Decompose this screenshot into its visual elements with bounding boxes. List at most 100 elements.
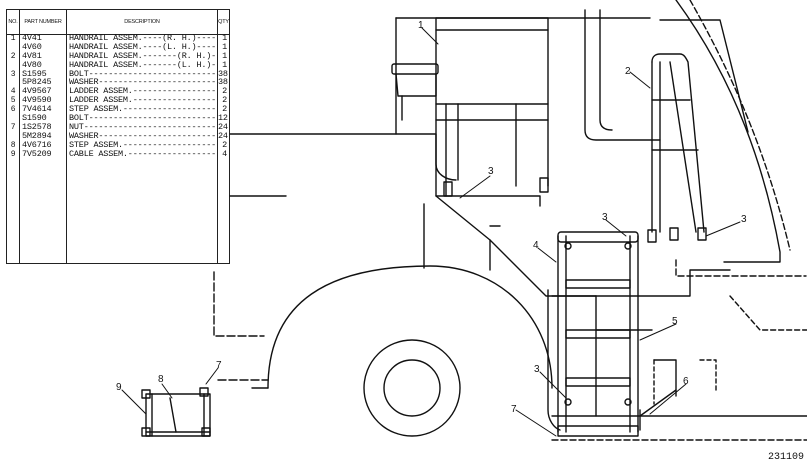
part-number: 4V9567 bbox=[20, 87, 67, 97]
part-number: 4V6716 bbox=[20, 140, 67, 150]
quantity: 38 bbox=[218, 69, 228, 79]
quantity: 1 bbox=[222, 42, 227, 52]
description: HANDRAIL ASSEM.-------(L. H.)--- bbox=[69, 60, 218, 70]
quantity: 24 bbox=[218, 131, 228, 141]
description: BOLT--------------------------- bbox=[69, 69, 218, 79]
quantity: 2 bbox=[222, 96, 227, 106]
item-number: 7 bbox=[7, 122, 20, 132]
part-number: 4V41 bbox=[20, 34, 67, 43]
part-number: S1590 bbox=[20, 114, 67, 123]
callout-7b: 7 bbox=[216, 360, 222, 371]
quantity: 2 bbox=[222, 140, 227, 150]
quantity: 2 bbox=[222, 87, 227, 97]
description: WASHER------------------------- bbox=[69, 78, 218, 88]
callout-9: 9 bbox=[116, 382, 122, 393]
part-number: 7V5209 bbox=[20, 149, 67, 159]
header-no: NO. bbox=[7, 10, 20, 34]
header-description: DESCRIPTION bbox=[67, 10, 218, 34]
handrail-lh bbox=[647, 53, 707, 243]
description: STEP ASSEM.-------------------- bbox=[69, 140, 218, 150]
description: BOLT--------------------------- bbox=[69, 114, 218, 123]
quantity: 1 bbox=[222, 51, 227, 61]
drawing-number: 231109 bbox=[768, 452, 805, 463]
description: HANDRAIL ASSEM.-------(R. H.)---- bbox=[69, 51, 218, 61]
description: CABLE ASSEM.------------------- bbox=[69, 149, 218, 159]
description: WASHER------------------------- bbox=[69, 131, 218, 141]
part-number: 4V81 bbox=[20, 51, 67, 61]
item-number: 3 bbox=[7, 69, 20, 79]
item-number: 1 bbox=[7, 34, 20, 43]
callout-7a: 7 bbox=[511, 404, 517, 415]
machine-frame bbox=[213, 133, 807, 441]
callout-8: 8 bbox=[158, 374, 164, 385]
step-detail bbox=[141, 387, 211, 437]
item-number bbox=[7, 131, 20, 141]
header-part-number: PART NUMBER bbox=[20, 10, 67, 34]
part-number: S1595 bbox=[20, 69, 67, 79]
description: HANDRAIL ASSEM.----(L. H.)----- bbox=[69, 42, 218, 52]
quantity: 1 bbox=[222, 60, 227, 70]
wheel bbox=[251, 265, 553, 437]
quantity: 4 bbox=[222, 149, 227, 159]
callout-5: 5 bbox=[672, 316, 678, 327]
quantity: 2 bbox=[222, 105, 227, 115]
quantity: 1 bbox=[222, 34, 227, 43]
ladder-assembly bbox=[547, 231, 641, 437]
item-number bbox=[7, 42, 20, 52]
callout-1: 1 bbox=[418, 20, 424, 31]
item-number: 5 bbox=[7, 96, 20, 106]
callout-3a: 3 bbox=[488, 166, 494, 177]
description: LADDER ASSEM.------------------ bbox=[69, 87, 218, 97]
part-number: 4V60 bbox=[20, 42, 67, 52]
part-number: 4V9590 bbox=[20, 96, 67, 106]
callout-4: 4 bbox=[533, 240, 539, 251]
callout-2: 2 bbox=[625, 66, 631, 77]
item-number bbox=[7, 78, 20, 88]
quantity: 38 bbox=[218, 78, 228, 88]
description: NUT---------------------------- bbox=[69, 122, 218, 132]
item-number bbox=[7, 60, 20, 70]
part-number: 1S2578 bbox=[20, 122, 67, 132]
description: LADDER ASSEM.------------------ bbox=[69, 96, 218, 106]
item-number: 6 bbox=[7, 105, 20, 115]
part-number: 5P8245 bbox=[20, 78, 67, 88]
callout-3b: 3 bbox=[602, 212, 608, 223]
item-number: 2 bbox=[7, 51, 20, 61]
handrail-rh bbox=[435, 17, 549, 197]
description: HANDRAIL ASSEM.----(R. H.)------- bbox=[69, 34, 218, 43]
description: STEP ASSEM.-------------------- bbox=[69, 105, 218, 115]
item-number: 9 bbox=[7, 149, 20, 159]
callout-3c: 3 bbox=[741, 214, 747, 225]
item-number: 8 bbox=[7, 140, 20, 150]
callout-6: 6 bbox=[683, 376, 689, 387]
callout-3d: 3 bbox=[534, 364, 540, 375]
part-number: 7V4614 bbox=[20, 105, 67, 115]
parts-table-header: NO. PART NUMBER DESCRIPTION QTY bbox=[7, 10, 229, 35]
quantity: 24 bbox=[218, 122, 228, 132]
header-qty: QTY bbox=[218, 19, 229, 25]
leader-lines bbox=[121, 27, 741, 437]
item-number bbox=[7, 114, 20, 123]
part-number: 4V80 bbox=[20, 60, 67, 70]
quantity: 12 bbox=[218, 114, 228, 123]
part-number: 5M2894 bbox=[20, 131, 67, 141]
item-number: 4 bbox=[7, 87, 20, 97]
